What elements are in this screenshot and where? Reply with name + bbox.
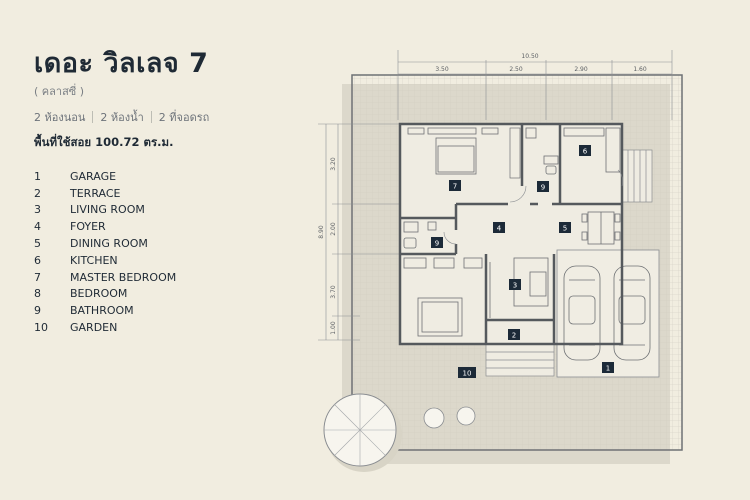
spec-parking: 2 ที่จอดรถ: [158, 111, 210, 124]
legend-number: 5: [34, 237, 41, 251]
car-icon: [563, 265, 601, 361]
door-swings: [443, 169, 623, 245]
walls: [398, 122, 624, 346]
legend-label: FOYER: [70, 220, 106, 234]
floor-plan: 10.50 3.50 2.50 2.90 1.60 8.90 3.20 2.00…: [318, 50, 683, 472]
legend-item: 2 TERRACE: [34, 185, 314, 202]
dim-top-3: 2.90: [574, 66, 588, 73]
dim-top-2: 2.50: [509, 66, 523, 73]
door-openings: [452, 201, 552, 244]
legend-number: 4: [34, 220, 41, 234]
garage-area: [556, 249, 660, 378]
entry-steps: [485, 343, 555, 377]
room-tags: 7 6 9 9 4 5 3 2 1 10: [431, 145, 614, 378]
bath-fixtures: [403, 221, 437, 249]
room-tag-label: 9: [435, 240, 439, 248]
legend-label: GARDEN: [70, 321, 118, 335]
legend-label: MASTER BEDROOM: [70, 270, 177, 284]
dim-left-1: 3.20: [330, 157, 337, 171]
info-panel: เดอะ วิลเลจ 7 ( คลาสซี่ ) 2 ห้องนอน 2 ห้…: [34, 48, 314, 336]
legend-item: 5 DINING ROOM: [34, 235, 314, 252]
dim-top-4: 1.60: [633, 66, 647, 73]
spec-divider: [92, 111, 94, 123]
legend-label: BEDROOM: [70, 287, 128, 301]
legend-label: KITCHEN: [70, 253, 118, 267]
dim-top-1: 3.50: [435, 66, 449, 73]
legend-label: TERRACE: [70, 186, 121, 200]
specs-row: 2 ห้องนอน 2 ห้องน้ำ 2 ที่จอดรถ: [34, 108, 314, 126]
legend-label: BATHROOM: [70, 304, 134, 318]
bedroom-bed: [403, 257, 483, 337]
room-tag-label: 1: [606, 365, 610, 373]
dim-top-total: 10.50: [521, 53, 538, 60]
page-title: เดอะ วิลเลจ 7: [34, 48, 209, 79]
dim-left-4: 1.00: [330, 321, 337, 335]
dining-table: [581, 211, 621, 245]
car-icon: [613, 265, 651, 361]
usable-area: พื้นที่ใช้สอย 100.72 ตร.ม.: [34, 135, 174, 149]
room-tag-label: 5: [563, 225, 567, 233]
room-tag-label: 7: [453, 183, 457, 191]
spec-bedrooms: 2 ห้องนอน: [34, 111, 86, 124]
legend-item: 1 GARAGE: [34, 168, 314, 185]
dim-left-total: 8.90: [318, 225, 325, 239]
legend-item: 7 MASTER BEDROOM: [34, 269, 314, 286]
tree-icon: [323, 393, 402, 472]
legend-item: 6 KITCHEN: [34, 252, 314, 269]
legend-item: 3 LIVING ROOM: [34, 202, 314, 219]
legend-number: 1: [34, 169, 41, 183]
legend-label: DINING ROOM: [70, 237, 148, 251]
room-tag-label: 6: [583, 148, 588, 156]
legend-item: 4 FOYER: [34, 218, 314, 235]
legend-number: 6: [34, 253, 41, 267]
legend-number: 10: [34, 321, 48, 335]
legend-number: 7: [34, 270, 41, 284]
spec-bathrooms: 2 ห้องน้ำ: [100, 111, 144, 124]
dim-left-2: 2.00: [330, 222, 337, 236]
room-tag-label: 9: [541, 184, 545, 192]
master-bed: [407, 127, 499, 175]
top-dimensions: [397, 50, 673, 120]
room-tag-label: 2: [512, 332, 516, 340]
left-dimensions: [318, 123, 400, 341]
room-tag-label: 10: [463, 370, 472, 378]
legend-item: 10 GARDEN: [34, 319, 314, 336]
master-bath-fixtures: [525, 127, 559, 175]
legend-item: 9 BATHROOM: [34, 302, 314, 319]
shrub-icon: [423, 406, 476, 429]
room-legend: 1 GARAGE 2 TERRACE 3 LIVING ROOM 4 FOYER 5 DI…: [34, 168, 314, 336]
legend-item: 8 BEDROOM: [34, 286, 314, 303]
room-tag-label: 4: [497, 225, 502, 233]
legend-label: LIVING ROOM: [70, 203, 145, 217]
legend-label: GARAGE: [70, 169, 117, 183]
legend-number: 9: [34, 304, 41, 318]
kitchen-counter: [563, 127, 621, 173]
legend-number: 8: [34, 287, 41, 301]
spec-divider: [150, 111, 152, 123]
legend-number: 3: [34, 203, 41, 217]
dim-left-3: 3.70: [330, 285, 337, 299]
room-tag-label: 3: [513, 282, 517, 290]
closet: [509, 127, 521, 179]
legend-number: 2: [34, 186, 41, 200]
page-subtitle: ( คลาสซี่ ): [34, 85, 85, 98]
service-steps: [621, 149, 653, 203]
